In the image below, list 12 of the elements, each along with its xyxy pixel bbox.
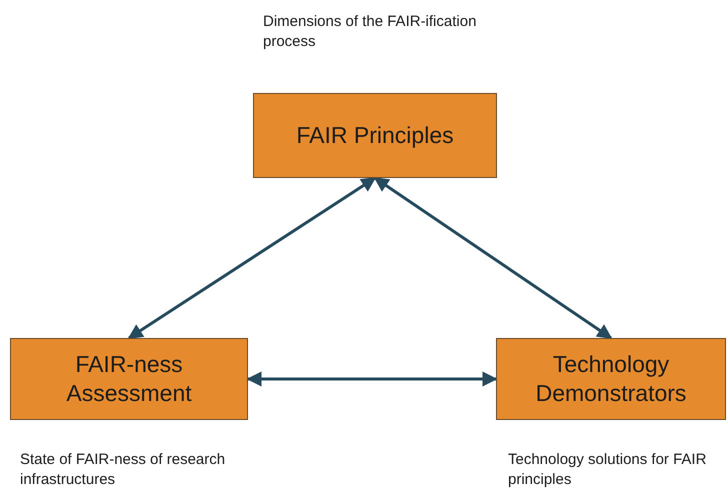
node-caption: State of FAIR-ness of research infrastructures — [20, 450, 226, 489]
process-box — [10, 338, 248, 420]
double-arrow — [374, 176, 612, 340]
process-box — [253, 93, 497, 178]
process-box — [496, 338, 726, 420]
box-label: Technology Demonstrators — [534, 350, 688, 408]
box-label: FAIR Principles — [296, 121, 454, 150]
box-label: FAIR-ness Assessment — [65, 350, 193, 408]
double-arrow — [128, 176, 376, 340]
node-caption: Dimensions of the FAIR-ification process — [263, 12, 478, 51]
node-caption: Technology solutions for FAIR principles — [508, 450, 708, 489]
double-arrow — [246, 372, 498, 386]
